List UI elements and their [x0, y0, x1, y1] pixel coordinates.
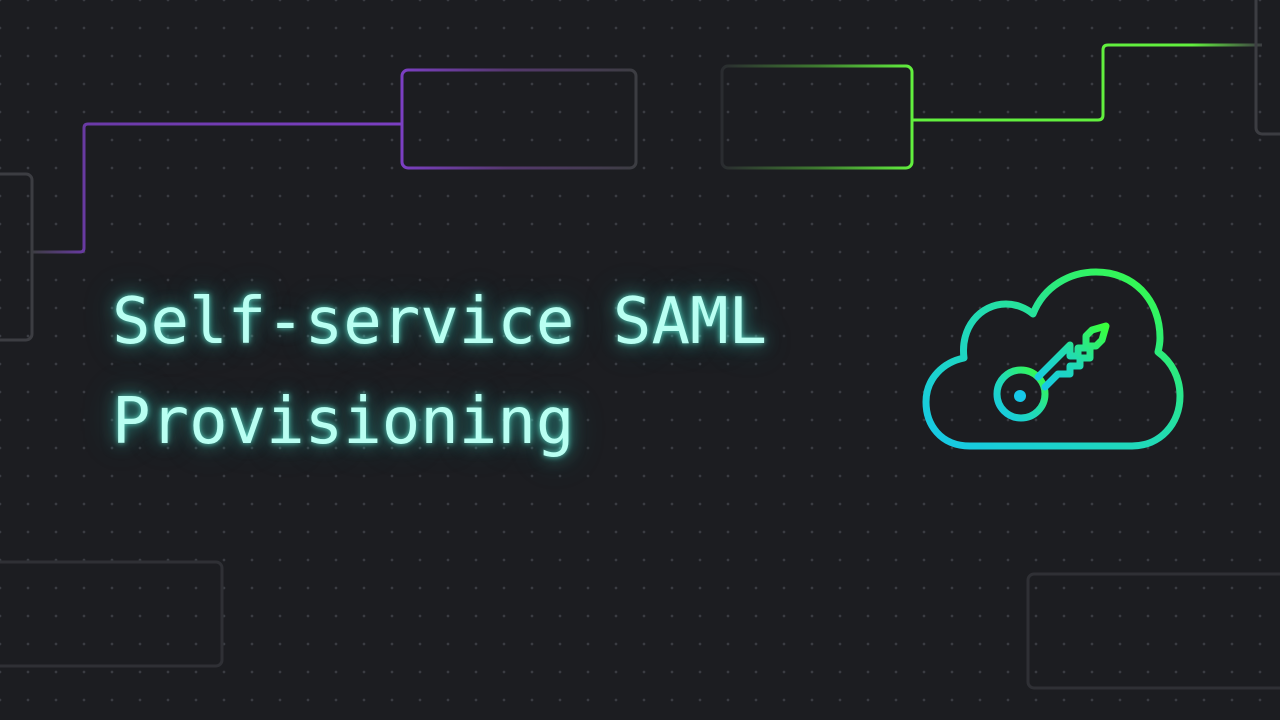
- title-line-2: Provisioning: [112, 385, 575, 459]
- cloud-key-icon: [922, 268, 1184, 450]
- cloud-icon: [922, 268, 1184, 450]
- circuit-box-green: [720, 64, 914, 170]
- circuit-box-top-right: [1254, 0, 1280, 136]
- circuit-box-left: [0, 172, 34, 342]
- circuit-box-bottom-right: [1026, 572, 1280, 690]
- circuit-box-bottom-left: [0, 560, 224, 668]
- circuit-wire-purple: [32, 122, 402, 254]
- circuit-wire-green: [912, 43, 1262, 122]
- key-hole-icon: [1014, 390, 1026, 402]
- title-line-1: Self-service SAML: [112, 285, 768, 359]
- circuit-box-purple: [400, 68, 638, 170]
- page-title: Self-service SAML Provisioning: [112, 272, 767, 472]
- key-icon: [993, 322, 1110, 422]
